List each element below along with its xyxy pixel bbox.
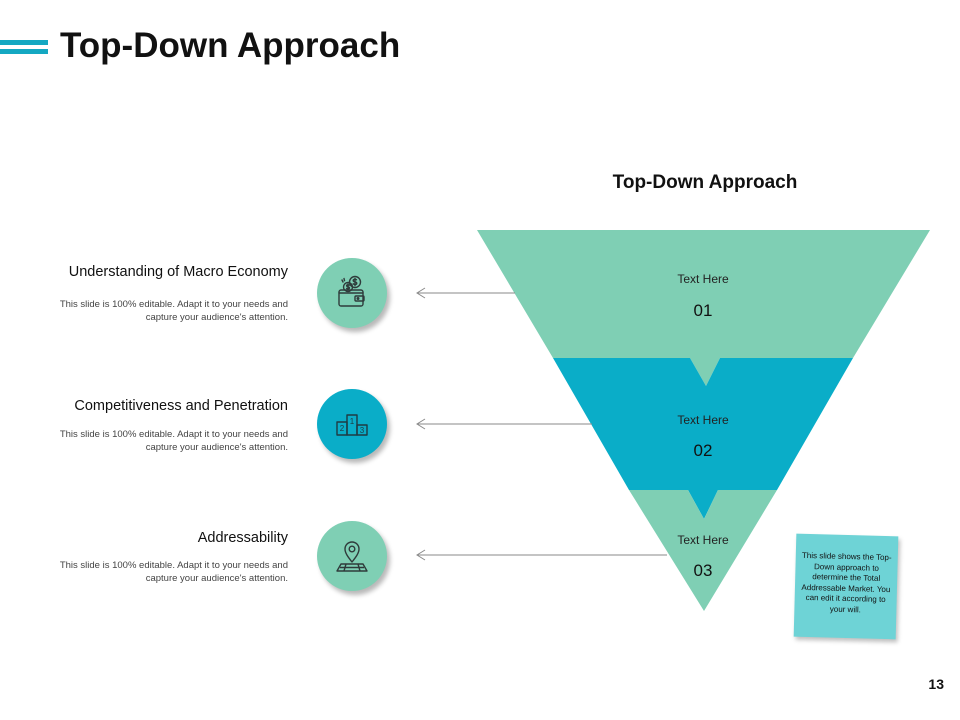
connector-arrowhead-2 <box>416 418 426 430</box>
svg-text:2: 2 <box>340 424 345 433</box>
tier-2-label: Text Here <box>677 413 729 427</box>
wallet-money-icon-circle <box>317 258 387 328</box>
connector-arrowhead-3 <box>416 549 426 561</box>
item-description-competitiveness: This slide is 100% editable. Adapt it to… <box>59 429 288 453</box>
title-accent-bars <box>0 40 48 58</box>
item-description-addressability: This slide is 100% editable. Adapt it to… <box>59 560 288 584</box>
sticky-note: This slide shows the Top-Down approach t… <box>793 533 899 640</box>
tier-3-label: Text Here <box>677 533 729 547</box>
map-pin-icon-circle <box>317 521 387 591</box>
item-heading-competitiveness: Competitiveness and Penetration <box>74 398 288 414</box>
podium-icon: 1 2 3 <box>336 414 368 436</box>
wallet-money-icon <box>338 275 365 307</box>
svg-text:3: 3 <box>360 426 365 435</box>
tier-3-number: 03 <box>693 561 713 580</box>
funnel-tier-2 <box>553 358 853 519</box>
slide-title: Top-Down Approach <box>60 26 401 65</box>
page-number: 13 <box>928 676 944 692</box>
item-heading-macro-economy: Understanding of Macro Economy <box>68 264 288 280</box>
item-heading-addressability: Addressability <box>197 530 288 546</box>
diagram-title: Top-Down Approach <box>612 172 798 193</box>
item-description-macro-economy: This slide is 100% editable. Adapt it to… <box>59 299 288 323</box>
tier-1-number: 01 <box>693 301 713 320</box>
tier-2-number: 02 <box>693 441 713 460</box>
podium-icon-circle: 1 2 3 <box>317 389 387 459</box>
svg-text:1: 1 <box>350 417 355 426</box>
funnel-tier-3 <box>629 490 777 611</box>
connector-arrowhead-1 <box>416 287 426 299</box>
tier-1-label: Text Here <box>677 272 729 286</box>
map-pin-icon <box>336 541 368 572</box>
